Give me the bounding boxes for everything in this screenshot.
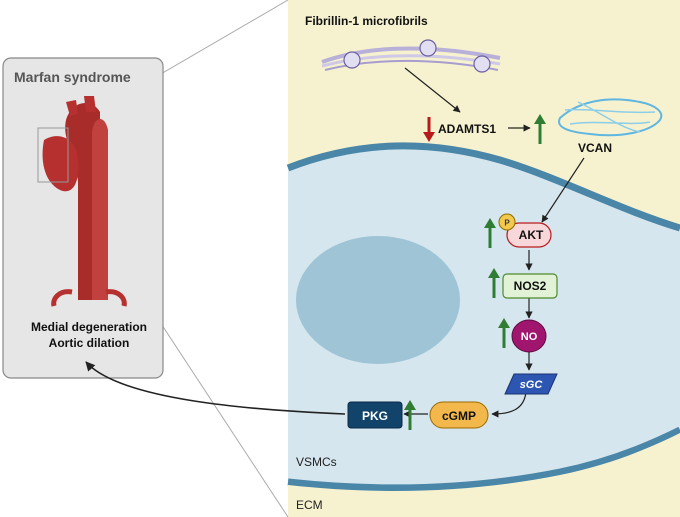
sgc-label: sGC: [520, 379, 544, 391]
arrow-sgc-cgmp: [491, 391, 527, 418]
arrow-vcan-akt: [541, 157, 585, 223]
up-arrow-vcan: [534, 114, 546, 144]
no-label: NO: [521, 331, 538, 343]
cell-membrane: [286, 142, 680, 232]
pkg-label: PKG: [362, 409, 388, 423]
up-arrow-akt: [484, 218, 496, 248]
up-arrow-no: [498, 318, 510, 348]
akt-node: [506, 222, 552, 248]
aorta-illustration: [37, 96, 127, 307]
nos2-node: [502, 273, 558, 299]
vcan-mesh: [558, 98, 663, 137]
vsmcs-label: VSMCs: [296, 455, 337, 469]
akt-label: AKT: [519, 228, 544, 242]
down-arrow-adamts1: [423, 117, 435, 142]
up-arrow-nos2: [488, 268, 500, 298]
vcan-label: VCAN: [578, 141, 612, 155]
p-badge: [498, 213, 516, 231]
ecm-label: ECM: [296, 498, 323, 512]
caption-medial-degeneration: Medial degeneration: [31, 320, 147, 334]
ecm-bottom-fill: [288, 433, 680, 517]
fibrillin-label: Fibrillin-1 microfibrils: [305, 14, 428, 28]
cell-membrane-bottom: [287, 426, 680, 492]
up-arrow-cgmp: [404, 400, 416, 430]
nos2-label: NOS2: [514, 279, 547, 293]
sgc-node: [504, 373, 558, 395]
adamts1-label: ADAMTS1: [438, 122, 496, 136]
nucleus: [296, 236, 460, 364]
fibrillin-microfibrils: [321, 39, 501, 73]
left-panel-title: Marfan syndrome: [14, 69, 131, 85]
arrow-pkg-marfan: [85, 361, 346, 415]
pkg-node: [347, 401, 403, 429]
cgmp-node: [429, 401, 489, 429]
arrow-fibrillin-adamts1: [404, 67, 461, 113]
caption-aortic-dilation: Aortic dilation: [49, 336, 130, 350]
cgmp-label: cGMP: [442, 409, 476, 423]
p-badge-label: P: [504, 219, 510, 228]
no-node: [511, 319, 547, 353]
